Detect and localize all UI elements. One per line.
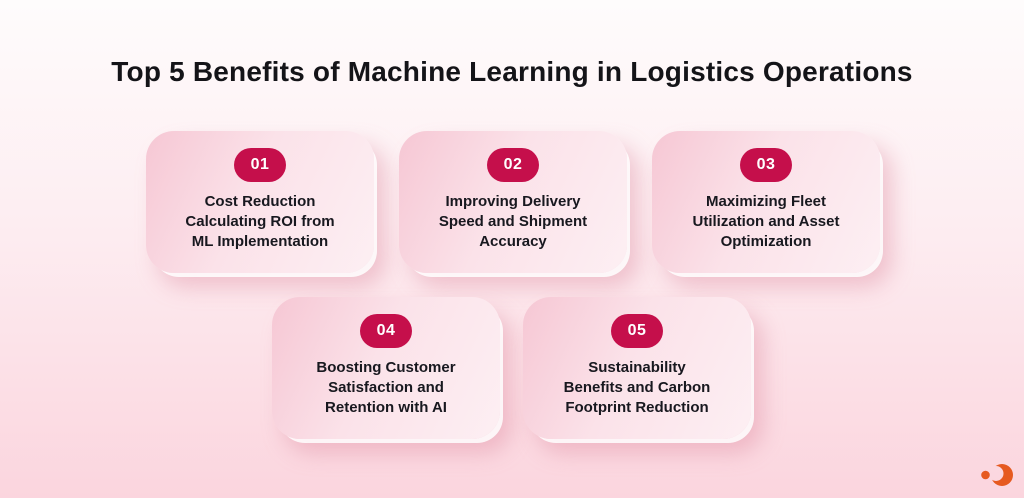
number-badge-04: 04 bbox=[360, 314, 412, 348]
benefit-card-02: 02 Improving Delivery Speed and Shipment… bbox=[399, 131, 627, 273]
benefit-text-02: Improving Delivery Speed and Shipment Ac… bbox=[438, 193, 588, 250]
benefit-card-04: 04 Boosting Customer Satisfaction and Re… bbox=[272, 297, 500, 439]
orange-orbit-logo-icon bbox=[977, 461, 1015, 489]
number-badge-01: 01 bbox=[234, 148, 286, 182]
number-badge-02: 02 bbox=[487, 148, 539, 182]
benefit-card-05: 05 Sustainability Benefits and Carbon Fo… bbox=[523, 297, 751, 439]
number-badge-03: 03 bbox=[740, 148, 792, 182]
benefit-card-03: 03 Maximizing Fleet Utilization and Asse… bbox=[652, 131, 880, 273]
benefit-text-05: Sustainability Benefits and Carbon Footp… bbox=[563, 359, 711, 416]
benefit-text-04: Boosting Customer Satisfaction and Reten… bbox=[316, 359, 456, 416]
page-title: Top 5 Benefits of Machine Learning in Lo… bbox=[111, 56, 913, 87]
number-badge-05: 05 bbox=[611, 314, 663, 348]
benefit-text-03: Maximizing Fleet Utilization and Asset O… bbox=[692, 193, 840, 250]
benefit-text-01: Cost Reduction Calculating ROI from ML I… bbox=[185, 193, 335, 250]
benefit-card-01: 01 Cost Reduction Calculating ROI from M… bbox=[146, 131, 374, 273]
